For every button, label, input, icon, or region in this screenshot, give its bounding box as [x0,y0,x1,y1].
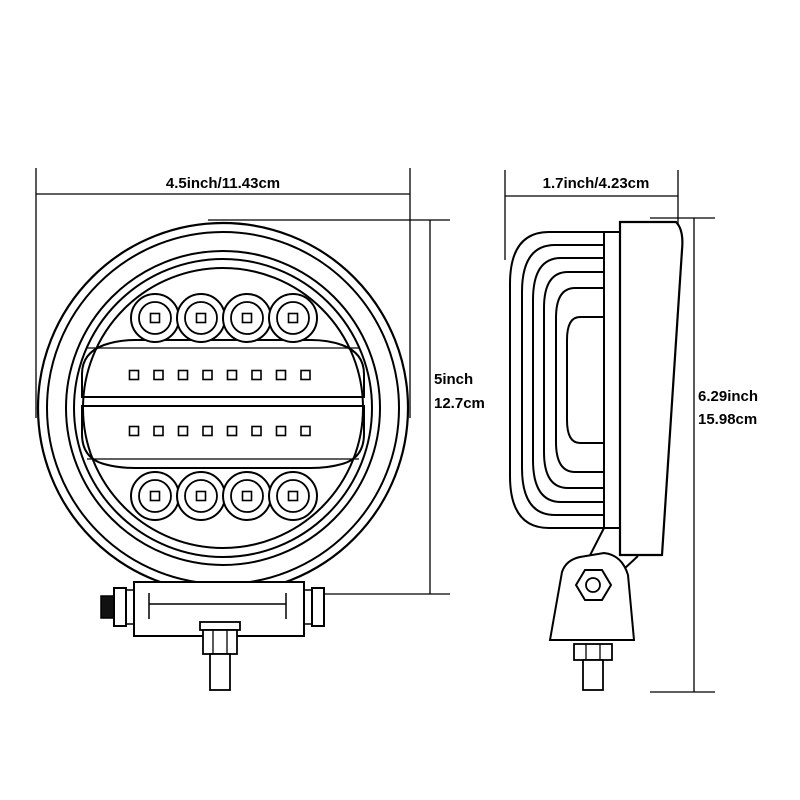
side-bottom-nut [573,643,613,661]
lower-lens-row [130,471,318,521]
strip-led [202,425,213,437]
strip-led [226,369,238,381]
front-height-label-cm: 12.7cm [434,395,485,412]
lower-strip-leds [128,425,311,437]
front-view: 4.5inch/11.43cm 5inch 12.7cm [35,168,485,691]
bracket-left-nut [113,587,127,627]
spot-lens [130,293,180,343]
side-view: 1.7inch/4.23cm 6.29inch 15.98cm [504,170,758,693]
spot-lens [268,293,318,343]
side-back-plate [603,231,621,529]
spot-lens [130,471,180,521]
strip-led [251,425,262,437]
side-height-label-inch: 6.29inch [698,388,758,405]
front-height-dimension: 5inch 12.7cm [208,219,485,595]
spot-lens [222,293,272,343]
strip-led [226,425,238,437]
front-height-label-inch: 5inch [434,371,473,388]
front-width-label: 4.5inch/11.43cm [166,175,280,192]
spot-lens [268,471,318,521]
strip-led [275,369,287,381]
heat-sink-fins [509,231,604,529]
side-front-bezel [618,220,684,557]
bracket-right-nut [311,587,325,627]
side-bottom-bolt-shaft [582,659,604,691]
strip-led [128,369,140,381]
strip-led [128,425,140,437]
strip-led [300,425,311,437]
bottom-bolt-shaft [209,653,231,691]
strip-led [177,425,189,437]
side-height-dimension: 6.29inch 15.98cm [650,217,758,693]
side-height-label-cm: 15.98cm [698,411,757,428]
side-bracket-hole [585,577,601,593]
lamp-housing [36,221,410,595]
spot-lens [222,471,272,521]
upper-lens-row [130,293,318,343]
strip-led [275,425,287,437]
side-depth-dimension: 1.7inch/4.23cm [504,170,679,260]
drl-strip-upper [81,339,365,398]
side-mount-bracket [548,527,639,691]
strip-led [153,425,164,437]
upper-strip-leds [128,369,311,381]
spot-lens [176,471,226,521]
spot-lens [176,293,226,343]
mounting-bracket [100,581,325,691]
side-depth-label: 1.7inch/4.23cm [543,175,650,192]
drl-strip-lower [81,405,365,469]
bottom-nut [202,629,238,655]
bottom-washer [199,621,241,631]
strip-led [300,369,311,381]
front-width-dimension: 4.5inch/11.43cm [35,168,411,418]
strip-led [153,369,164,381]
strip-led [251,369,262,381]
strip-led [202,369,213,381]
strip-led [177,369,189,381]
bracket-left-bolt-end [100,595,115,619]
